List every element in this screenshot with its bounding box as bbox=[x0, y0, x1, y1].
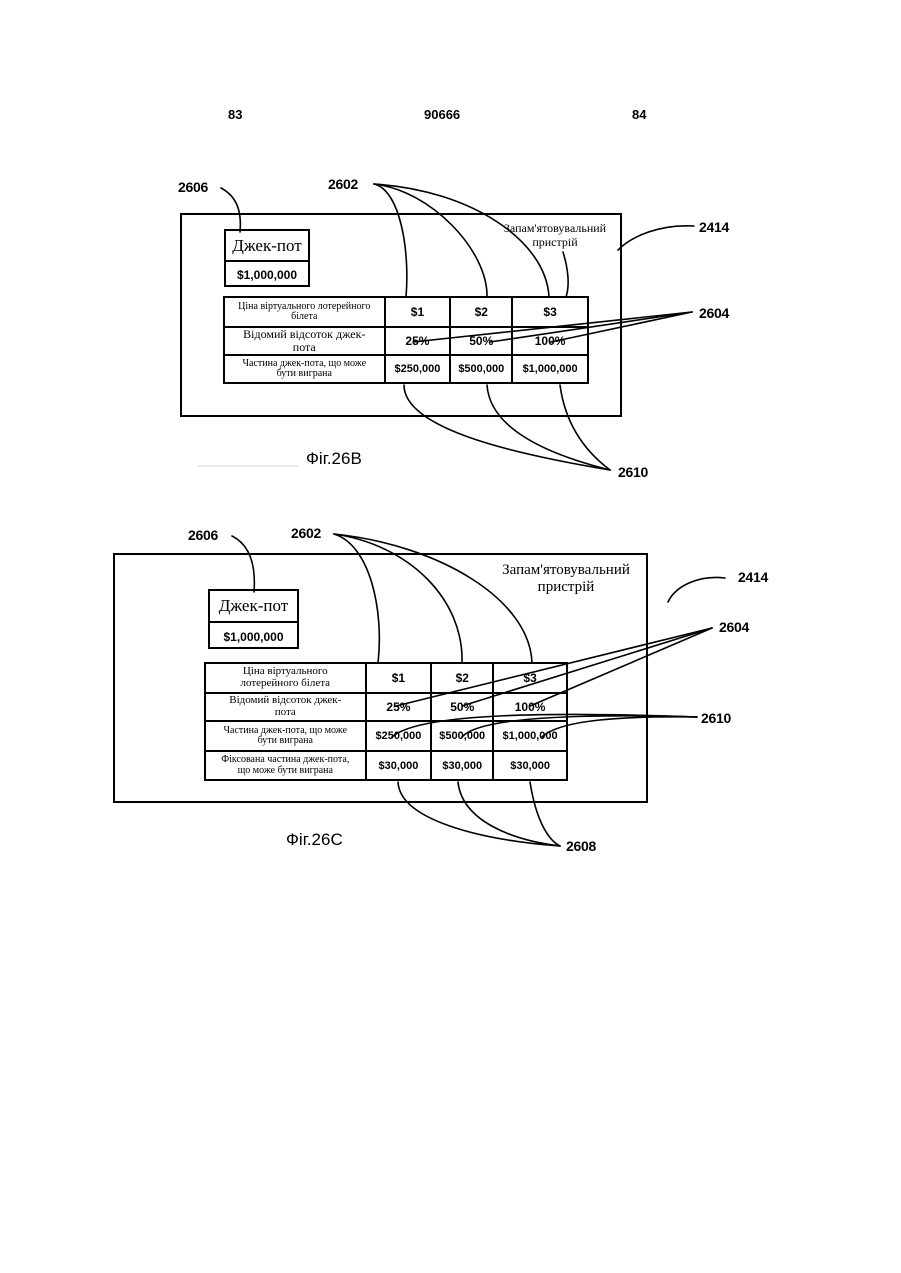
row-label: Фіксована частина джек-пота,що може бути… bbox=[205, 751, 366, 780]
table-row: Ціна віртуальноголотерейного білета $1 $… bbox=[205, 663, 567, 693]
row-label: Ціна віртуальноголотерейного білета bbox=[205, 663, 366, 693]
table-cell: $1,000,000 bbox=[493, 721, 567, 751]
ref-2602: 2602 bbox=[328, 176, 358, 192]
leader-2414 bbox=[618, 226, 694, 250]
ref-2602: 2602 bbox=[291, 525, 321, 541]
page-number-left: 83 bbox=[228, 107, 242, 122]
scan-smudge bbox=[198, 465, 298, 467]
table-cell: 50% bbox=[431, 693, 493, 721]
page-number-right: 84 bbox=[632, 107, 646, 122]
jackpot-box: Джек-пот $1,000,000 bbox=[224, 229, 310, 287]
row-label: Частина джек-пота, що можебути виграна bbox=[224, 355, 385, 383]
jackpot-label: Джек-пот bbox=[226, 236, 308, 256]
table-cell: $250,000 bbox=[385, 355, 451, 383]
table-cell: $30,000 bbox=[493, 751, 567, 780]
table-row: Частина джек-пота, що можебути виграна $… bbox=[205, 721, 567, 751]
ref-2414: 2414 bbox=[738, 569, 768, 585]
table-cell: $2 bbox=[450, 297, 512, 327]
table-cell: $2 bbox=[431, 663, 493, 693]
ref-2608: 2608 bbox=[566, 838, 596, 854]
table-row: Фіксована частина джек-пота,що може бути… bbox=[205, 751, 567, 780]
figure-caption: Фіг.26В bbox=[306, 449, 362, 469]
jackpot-divider bbox=[226, 260, 308, 262]
ref-2606: 2606 bbox=[178, 179, 208, 195]
row-label: Частина джек-пота, що можебути виграна bbox=[205, 721, 366, 751]
table-cell: 100% bbox=[512, 327, 588, 355]
jackpot-box: Джек-пот $1,000,000 bbox=[208, 589, 299, 649]
table-cell: $500,000 bbox=[450, 355, 512, 383]
document-number: 90666 bbox=[424, 107, 460, 122]
table-row: Відомий відсоток джек-пота 25% 50% 100% bbox=[224, 327, 588, 355]
jackpot-table: Ціна віртуального лотерейногобілета $1 $… bbox=[223, 296, 589, 384]
memory-device-label-line2: пристрій bbox=[490, 236, 620, 250]
table-cell: $3 bbox=[512, 297, 588, 327]
jackpot-value: $1,000,000 bbox=[210, 630, 297, 644]
table-cell: $250,000 bbox=[366, 721, 432, 751]
row-label: Ціна віртуального лотерейногобілета bbox=[224, 297, 385, 327]
table-cell: 100% bbox=[493, 693, 567, 721]
table-cell: $3 bbox=[493, 663, 567, 693]
jackpot-value: $1,000,000 bbox=[226, 268, 308, 282]
jackpot-label: Джек-пот bbox=[210, 596, 297, 616]
ref-2604: 2604 bbox=[699, 305, 729, 321]
figure-caption: Фіг.26С bbox=[286, 830, 343, 850]
table-cell: $500,000 bbox=[431, 721, 493, 751]
ref-2604: 2604 bbox=[719, 619, 749, 635]
jackpot-divider bbox=[210, 621, 297, 623]
memory-device-label: Запам'ятовувальний пристрій bbox=[490, 222, 620, 250]
ref-2606: 2606 bbox=[188, 527, 218, 543]
ref-2414: 2414 bbox=[699, 219, 729, 235]
table-row: Частина джек-пота, що можебути виграна $… bbox=[224, 355, 588, 383]
leader-2414 bbox=[668, 577, 725, 602]
memory-device-label: Запам'ятовувальний пристрій bbox=[485, 562, 647, 597]
memory-device-label-line1: Запам'ятовувальний bbox=[485, 562, 647, 579]
table-cell: 50% bbox=[450, 327, 512, 355]
memory-device-label-line2: пристрій bbox=[485, 579, 647, 596]
table-cell: $1,000,000 bbox=[512, 355, 588, 383]
table-cell: $30,000 bbox=[366, 751, 432, 780]
row-label: Відомий відсоток джек-пота bbox=[224, 327, 385, 355]
jackpot-table: Ціна віртуальноголотерейного білета $1 $… bbox=[204, 662, 568, 781]
table-cell: $1 bbox=[385, 297, 451, 327]
row-label: Відомий відсоток джек-пота bbox=[205, 693, 366, 721]
table-cell: 25% bbox=[385, 327, 451, 355]
table-row: Ціна віртуального лотерейногобілета $1 $… bbox=[224, 297, 588, 327]
ref-2610: 2610 bbox=[618, 464, 648, 480]
table-cell: $30,000 bbox=[431, 751, 493, 780]
memory-device-label-line1: Запам'ятовувальний bbox=[490, 222, 620, 236]
ref-2610: 2610 bbox=[701, 710, 731, 726]
table-cell: $1 bbox=[366, 663, 432, 693]
table-cell: 25% bbox=[366, 693, 432, 721]
table-row: Відомий відсоток джек-пота 25% 50% 100% bbox=[205, 693, 567, 721]
